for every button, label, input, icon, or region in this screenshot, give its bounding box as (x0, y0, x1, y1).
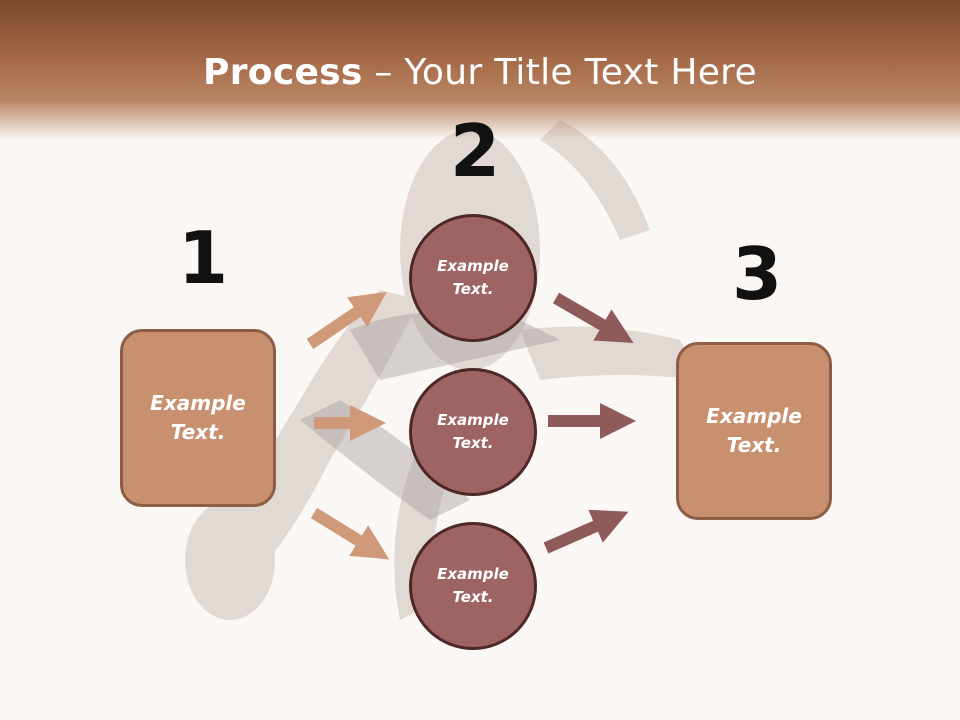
circle-bottom-line-2: Text. (452, 588, 494, 606)
process-box-3: Example Text. (676, 342, 832, 520)
arrow-right-top (552, 292, 634, 344)
title-rest: – Your Title Text Here (362, 52, 757, 93)
process-box-1: Example Text. (120, 329, 276, 507)
arrow-left-top (306, 291, 387, 349)
arrow-right-bottom (543, 509, 629, 554)
box-1-line-2: Text. (170, 420, 226, 444)
circle-top-line-2: Text. (452, 280, 494, 298)
step-number-3: 3 (732, 232, 783, 316)
header-bar (0, 0, 960, 140)
title-bold: Process (203, 52, 363, 93)
arrow-left-bottom (310, 507, 390, 560)
step-number-2: 2 (450, 109, 501, 193)
process-circle-bottom: Example Text. (409, 522, 537, 650)
circle-middle-line-2: Text. (452, 434, 494, 452)
box-1-line-1: Example (150, 391, 246, 415)
box-3-line-2: Text. (726, 433, 782, 457)
circle-middle-line-1: Example (437, 411, 509, 429)
slide-title: Process – Your Title Text Here (0, 52, 960, 93)
step-number-1: 1 (178, 216, 229, 300)
process-circle-top: Example Text. (409, 214, 537, 342)
circle-bottom-line-1: Example (437, 565, 509, 583)
process-circle-middle: Example Text. (409, 368, 537, 496)
box-3-line-1: Example (706, 404, 802, 428)
circle-top-line-1: Example (437, 257, 509, 275)
